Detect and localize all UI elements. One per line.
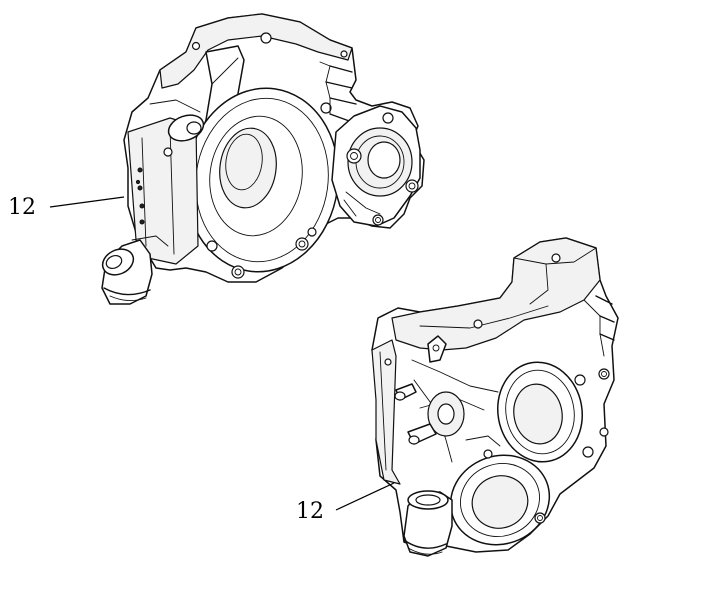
callout-label-1: 12	[8, 195, 36, 220]
callout-label-2: 12	[296, 499, 324, 524]
leader-line-2	[335, 482, 395, 511]
housing-upper	[101, 13, 425, 305]
leader-line-1	[49, 196, 125, 208]
housing-lower	[371, 237, 619, 557]
